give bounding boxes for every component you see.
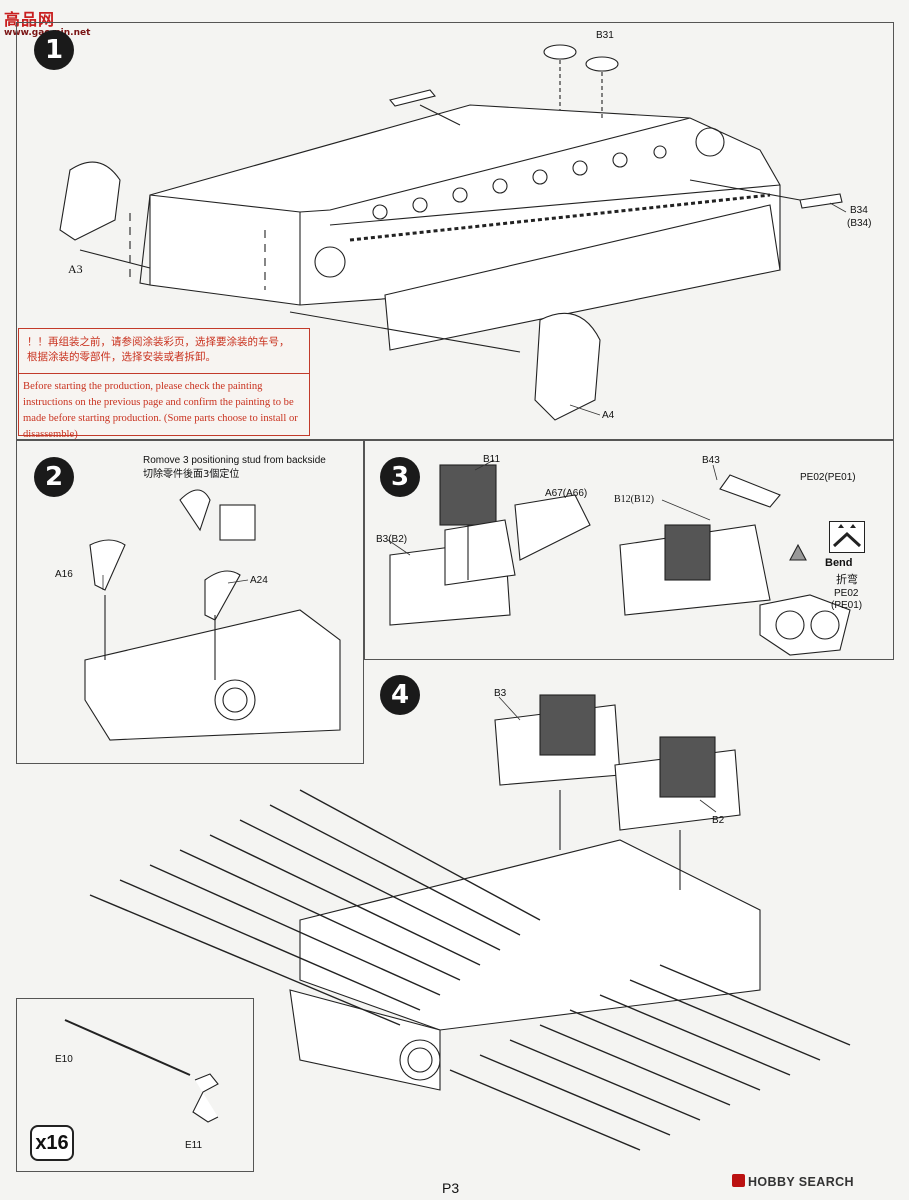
part-label-a24: A24 [250, 575, 268, 586]
step-3-badge: 3 [380, 457, 420, 497]
hobby-search-logo-icon [732, 1174, 745, 1187]
part-label-b3b2: B3(B2) [376, 534, 408, 545]
step-2-panel [16, 440, 364, 764]
step-1-panel [16, 22, 894, 440]
part-label-a4: A4 [602, 410, 615, 421]
step-3-panel [364, 440, 894, 660]
part-label-b3: B3 [494, 688, 507, 699]
part-a3 [59, 161, 121, 241]
part-a16 [89, 539, 126, 591]
part-label-b31: B31 [596, 30, 614, 41]
bend-icon [829, 521, 865, 553]
step-4-badge: 4 [380, 675, 420, 715]
notice-zh: ！！再组装之前，请参阅涂装彩页，选择要涂装的车号， 根据涂装的零部件，选择安装或… [27, 335, 290, 365]
part-label-a67: A67(A66) [545, 488, 588, 499]
part-label-b2: B2 [712, 815, 725, 826]
part-b34 [799, 193, 843, 209]
part-label-e11: E11 [185, 1140, 203, 1151]
notice-box: ！！再组装之前，请参阅涂装彩页，选择要涂装的车号， 根据涂装的零部件，选择安装或… [18, 328, 310, 440]
bend-label-zh: 折弯 [836, 573, 858, 586]
step-4-inset-panel [16, 998, 254, 1172]
notice-divider [19, 373, 309, 374]
part-a4 [534, 312, 601, 421]
step-1-badge: 1 [34, 30, 74, 70]
part-label-a3: A3 [68, 262, 83, 276]
part-b11 [439, 464, 497, 526]
page-number: P3 [442, 1180, 460, 1196]
quantity-badge: x16 [30, 1125, 74, 1161]
part-label-b34: B34 [850, 205, 868, 216]
hobby-search-watermark: HOBBY SEARCH [748, 1175, 854, 1189]
part-label-b34-alt: (B34) [847, 218, 872, 229]
part-label-e10: E10 [55, 1054, 73, 1065]
part-label-pe02-pe01: PE02(PE01) [800, 472, 856, 483]
part-label-a16: A16 [55, 569, 73, 580]
part-label-b43: B43 [702, 455, 720, 466]
part-label-b12: B12(B12) [614, 494, 654, 505]
step-2-instruction-en: Romove 3 positioning stud from backside [143, 455, 326, 466]
notice-zh-line-2: 根据涂装的零部件，选择安装或者拆卸。 [27, 351, 216, 363]
step-2-instruction-zh: 切除零件後面3個定位 [143, 469, 240, 480]
part-label-pe02: PE02 [834, 588, 859, 599]
part-label-b11: B11 [483, 454, 501, 465]
step-2-badge: 2 [34, 457, 74, 497]
part-a24 [204, 570, 241, 621]
bend-label: Bend [825, 557, 853, 569]
notice-en: Before starting the production, please c… [23, 381, 298, 440]
notice-zh-line-1: ！！再组装之前，请参阅涂装彩页，选择要涂装的车号， [27, 336, 290, 348]
part-label-pe01: (PE01) [831, 600, 863, 611]
